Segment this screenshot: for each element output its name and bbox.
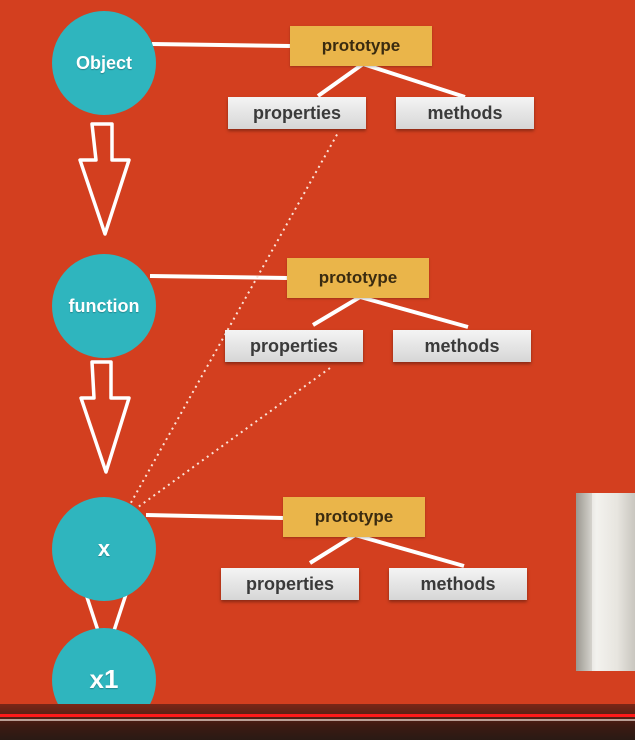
- x-object-properties-dotted: [127, 130, 340, 509]
- x-properties-label: properties: [245, 573, 335, 594]
- x-prototype-box: prototype: [283, 497, 425, 537]
- function-prototype-branches: [311, 294, 469, 329]
- function-prototype-label: prototype: [318, 268, 398, 287]
- video-progress-buffer: [0, 719, 635, 721]
- object-prototype-label: prototype: [321, 36, 401, 55]
- x-properties-pill: properties: [221, 568, 359, 600]
- function-methods-label: methods: [424, 335, 500, 356]
- x-function-properties-dotted: [133, 367, 331, 511]
- inheritance-arrow-object-function: [78, 122, 131, 236]
- node-object: Object: [52, 11, 156, 115]
- node-x1-label: x1: [89, 664, 119, 694]
- x-methods-pill: methods: [389, 568, 527, 600]
- x-prototype-connector: [145, 513, 284, 520]
- node-object-label: Object: [75, 52, 132, 73]
- x-prototype-branches: [308, 532, 465, 568]
- object-methods-label: methods: [427, 102, 503, 123]
- object-methods-pill: methods: [396, 97, 534, 129]
- video-progress-track[interactable]: [0, 704, 635, 740]
- node-function: function: [52, 254, 156, 358]
- object-properties-label: properties: [252, 102, 342, 123]
- x-prototype-label: prototype: [314, 507, 394, 526]
- function-prototype-connector: [149, 274, 288, 280]
- video-progress-fill: [0, 714, 635, 717]
- object-prototype-box: prototype: [290, 26, 432, 66]
- object-prototype-branches: [316, 61, 466, 99]
- x-methods-label: methods: [420, 573, 496, 594]
- node-x: x: [52, 497, 156, 601]
- node-function-label: function: [68, 295, 140, 316]
- function-methods-pill: methods: [393, 330, 531, 362]
- object-prototype-connector: [151, 42, 291, 48]
- presenter-video-frame: [576, 493, 592, 671]
- inheritance-arrow-function-x: [79, 360, 131, 474]
- function-prototype-box: prototype: [287, 258, 429, 298]
- presenter-video-inset: [576, 493, 635, 671]
- function-properties-pill: properties: [225, 330, 363, 362]
- node-x-label: x: [97, 536, 111, 561]
- function-properties-label: properties: [249, 335, 339, 356]
- object-properties-pill: properties: [228, 97, 366, 129]
